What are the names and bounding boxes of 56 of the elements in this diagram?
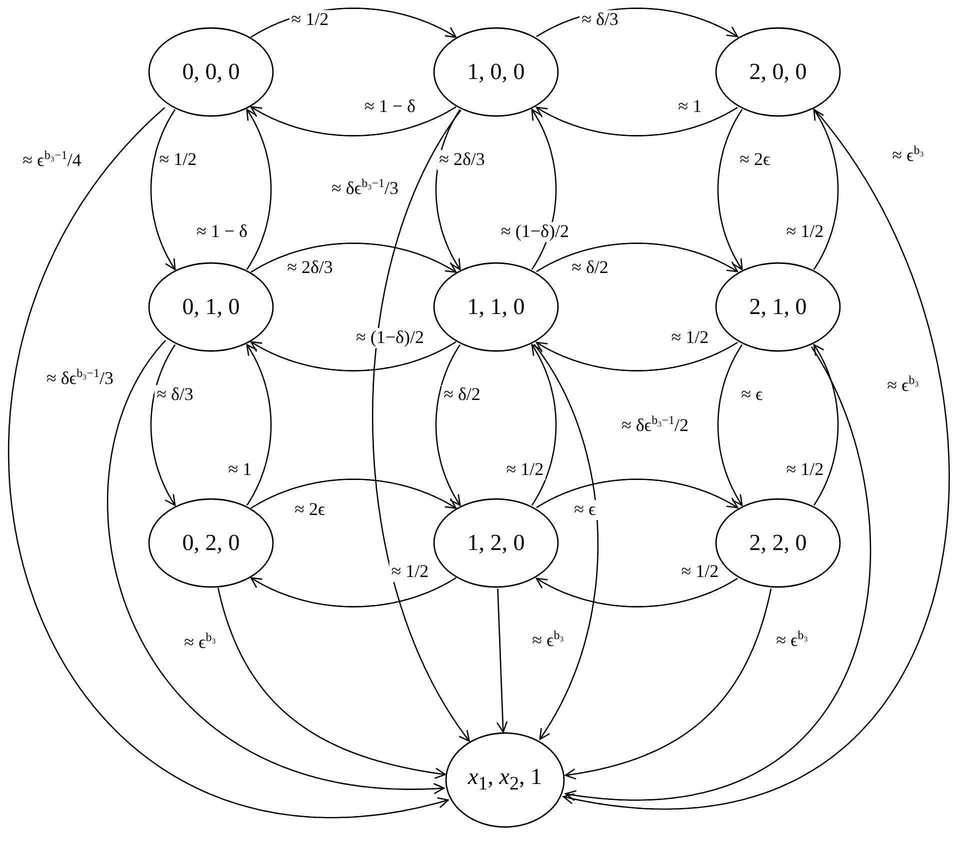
arrow xyxy=(435,109,461,270)
arrow xyxy=(150,344,176,506)
edge-label: ≈ (1−δ)/2 xyxy=(354,328,426,348)
state-label: 0, 1, 0 xyxy=(182,294,240,320)
state-label: x$_{1}$, x$_{2}$, 1 xyxy=(468,764,542,796)
arrow xyxy=(106,340,445,794)
arrow xyxy=(250,577,456,608)
edge-label: ≈ 1/2 xyxy=(389,562,431,582)
state-label: 2, 2, 0 xyxy=(749,530,807,556)
state-label: 2, 0, 0 xyxy=(749,59,807,85)
arrow xyxy=(564,588,772,780)
state-ellipse xyxy=(148,27,274,117)
arrow xyxy=(531,108,557,270)
arrow xyxy=(534,344,599,740)
arrow xyxy=(564,346,872,802)
state-ellipse xyxy=(433,27,559,117)
arrow xyxy=(536,242,738,272)
state-label: 1, 2, 0 xyxy=(467,530,525,556)
edge-label: ≈ (1−δ)/2 xyxy=(499,222,571,242)
arrow xyxy=(536,478,738,508)
arrow xyxy=(536,106,738,136)
arrow xyxy=(496,588,508,733)
arrow xyxy=(150,109,176,270)
state-ellipse xyxy=(715,27,841,117)
edge-label: ≈ 1/2 xyxy=(504,460,546,480)
state-ellipse xyxy=(433,498,559,588)
arrow xyxy=(813,344,839,506)
arrow xyxy=(562,110,950,810)
arrow xyxy=(435,344,461,506)
state-ellipse xyxy=(445,732,565,828)
state-ellipse xyxy=(715,262,841,352)
arrow xyxy=(8,107,449,818)
state-ellipse xyxy=(433,262,559,352)
edge-label: ≈ ϵ xyxy=(572,500,598,520)
arrow xyxy=(246,344,272,506)
state-label: 1, 0, 0 xyxy=(467,59,525,85)
arrow xyxy=(536,342,738,372)
state-label: 0, 0, 0 xyxy=(182,59,240,85)
arrow xyxy=(250,341,456,372)
state-label: 0, 2, 0 xyxy=(182,530,240,556)
arrow xyxy=(250,106,456,136)
arrow xyxy=(536,578,738,608)
arrow xyxy=(250,242,457,273)
arrow xyxy=(217,588,446,779)
state-label: 2, 1, 0 xyxy=(749,294,807,320)
arrow xyxy=(813,108,839,270)
state-ellipse xyxy=(148,262,274,352)
arrow xyxy=(372,110,470,742)
edge-label: ≈ 2δ/3 xyxy=(437,150,487,170)
arrow xyxy=(717,344,743,506)
arrow xyxy=(246,108,272,270)
arrow xyxy=(717,109,743,270)
arrow xyxy=(531,344,557,506)
state-label: 1, 1, 0 xyxy=(467,294,525,320)
arrow xyxy=(250,478,457,509)
state-ellipse xyxy=(148,498,274,588)
